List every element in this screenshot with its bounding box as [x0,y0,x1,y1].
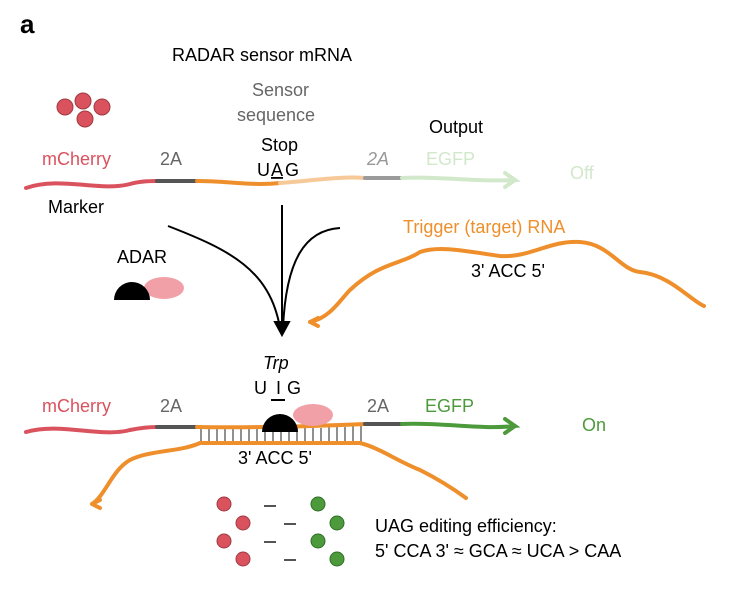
panel-label: a [20,9,35,39]
edited-codon-right: G [287,378,301,398]
trigger-seq-bottom: 3' ACC 5' [238,448,312,468]
trigger-rna-bottom [90,441,468,510]
adar-body-bottom [262,414,298,432]
adar-enzyme-top [114,277,184,300]
mcherry-segment-bottom [24,425,159,435]
adar-body-top [114,282,150,300]
marker-label: Marker [48,197,104,217]
adar-enzyme-bottom [262,404,333,432]
mcherry-segment-top [24,179,159,190]
twoA-label-bottom-1: 2A [160,396,182,416]
edited-codon-mid: I [276,378,281,398]
stop-codon-right: G [285,160,299,180]
mcherry-protein-dots-bottom [216,496,251,567]
twoA-label-bottom-2: 2A [367,396,389,416]
stop-label: Stop [261,135,298,155]
on-label: On [582,415,606,435]
sensor-mrna-top [24,171,521,190]
stop-codon-left: U [257,160,270,180]
trigger-seq-top: 3' ACC 5' [471,261,545,281]
arrow-head [273,321,291,338]
trigger-rna-top [308,239,706,328]
mcherry-label-bottom: mCherry [42,396,111,416]
mcherry-label-top: mCherry [42,149,111,169]
mcherry-protein-dots-top [56,92,111,128]
process-arrow [167,205,341,338]
arrow-from-trigger [282,227,341,329]
adar-domain-bottom [293,404,333,426]
twoA-label-top-2: 2A [366,149,389,169]
trp-label: Trp [263,353,289,373]
off-label: Off [570,163,595,183]
edited-codon-left: U [254,378,267,398]
egfp-label-bottom: EGFP [425,396,474,416]
base-pair-ticks [200,426,362,442]
arrow-from-adar [167,225,281,329]
sensor-faded-segment-top [278,175,367,185]
sensor-segment-top [195,179,282,186]
twoA-label-top-1: 2A [160,149,182,169]
ratio-dashes [264,505,296,561]
sensor-label-line2: sequence [237,105,315,125]
editing-efficiency-title: UAG editing efficiency: [375,516,557,536]
output-label: Output [429,117,483,137]
egfp-label-top: EGFP [426,149,475,169]
trigger-label: Trigger (target) RNA [403,217,565,237]
stop-codon-mid: A [271,160,283,180]
adar-domain-top [144,277,184,299]
egfp-segment-bottom [400,417,521,435]
egfp-protein-dots-bottom [310,496,345,567]
editing-efficiency-ranking: 5' CCA 3' ≈ GCA ≈ UCA > CAA [375,541,621,561]
sensor-mrna-title: RADAR sensor mRNA [172,45,352,65]
egfp-segment-top [400,171,521,189]
sensor-label-line1: Sensor [252,80,309,100]
adar-label: ADAR [117,247,167,267]
